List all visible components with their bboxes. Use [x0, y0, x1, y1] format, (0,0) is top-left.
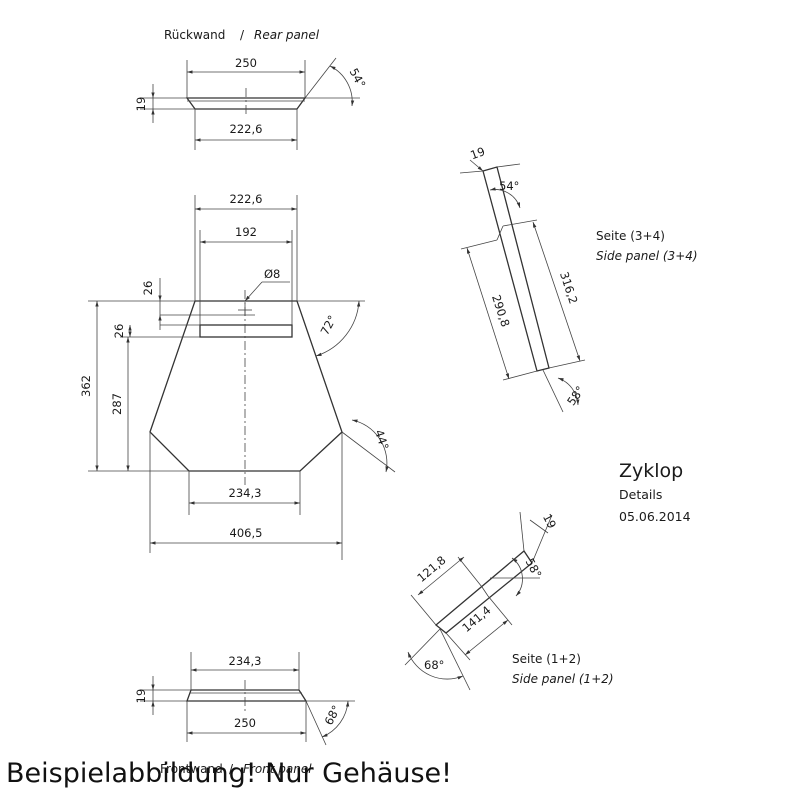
rear-panel-label-de: Rückwand [164, 28, 225, 42]
rear-panel-label-en: Rear panel [254, 28, 320, 42]
frontpanel-dim-2343: 234,3 [229, 654, 262, 668]
side-panel-34-outline [482, 166, 550, 372]
front-dim-2226: 222,6 [230, 192, 263, 206]
side-panel-12-bend [481, 586, 489, 597]
title-date: 05.06.2014 [619, 509, 691, 524]
side12-label-de: Seite (1+2) [512, 652, 581, 666]
caption-text: Beispielabbildung! Nur Gehäuse! [6, 758, 452, 789]
side34-dim-2908: 290,8 [489, 293, 512, 329]
frontpanel-dim-19: 19 [134, 689, 148, 704]
side-panel-34-view: 19 54° 290,8 316,2 58° Seite (3+4) Side … [459, 144, 698, 413]
front-dim-192: 192 [235, 225, 257, 239]
side12-label-en: Side panel (1+2) [512, 672, 614, 686]
front-angle-44-arc [351, 419, 389, 473]
rear-angle-54: 54° [347, 66, 369, 91]
side34-dim-3162: 316,2 [557, 270, 580, 306]
title-name: Zyklop [619, 460, 683, 482]
front-view: 222,6 192 Ø8 26 26 362 287 72° [79, 192, 396, 560]
title-sub: Details [619, 487, 662, 502]
rear-panel-label-sep: / [240, 28, 245, 42]
title-block: Zyklop Details 05.06.2014 [619, 460, 691, 524]
side12-angle-68: 68° [424, 658, 444, 672]
front-view-slot [199, 324, 293, 338]
front-dim-26-b: 26 [112, 324, 126, 339]
rear-dim-19: 19 [134, 97, 148, 112]
side12-dim-1218: 121,8 [414, 553, 448, 585]
front-view-outline [149, 300, 343, 472]
frontpanel-label-en: Front panel [243, 762, 312, 776]
side34-label-en: Side panel (3+4) [596, 249, 698, 263]
front-hole-label: Ø8 [264, 267, 280, 281]
front-dim-2343: 234,3 [229, 486, 262, 500]
side12-angle-58: 58° [523, 556, 545, 581]
side-panel-12-view: 19 121,8 141,4 58° 68° Seite (1+2) Side … [404, 511, 614, 691]
front-dim-26-a: 26 [141, 281, 155, 296]
front-angle-72-arc [315, 300, 361, 357]
side34-angle-58: 58° [564, 383, 587, 408]
side-panel-34-bend [496, 225, 504, 241]
front-angle-72: 72° [318, 313, 340, 338]
side34-dim-19: 19 [468, 144, 487, 162]
frontpanel-angle-68: 68° [322, 703, 344, 728]
side34-label-de: Seite (3+4) [596, 229, 665, 243]
rear-dim-250: 250 [235, 56, 257, 70]
front-dim-362: 362 [79, 375, 93, 397]
side34-angle-54: 54° [499, 179, 519, 193]
frontpanel-label-de: Frontwand [160, 762, 223, 776]
front-angle-44: 44° [372, 428, 392, 452]
front-dim-287: 287 [110, 393, 124, 415]
front-panel-outline [186, 689, 308, 702]
rear-dim-2226: 222,6 [230, 122, 263, 136]
front-dim-4065: 406,5 [230, 526, 263, 540]
frontpanel-dim-250: 250 [234, 716, 256, 730]
frontpanel-label-sep: / [229, 762, 234, 776]
rear-angle-arc [329, 65, 355, 107]
side12-dim-19: 19 [540, 511, 559, 530]
rear-panel-view: Rückwand / Rear panel 250 222,6 19 54° [134, 28, 368, 150]
